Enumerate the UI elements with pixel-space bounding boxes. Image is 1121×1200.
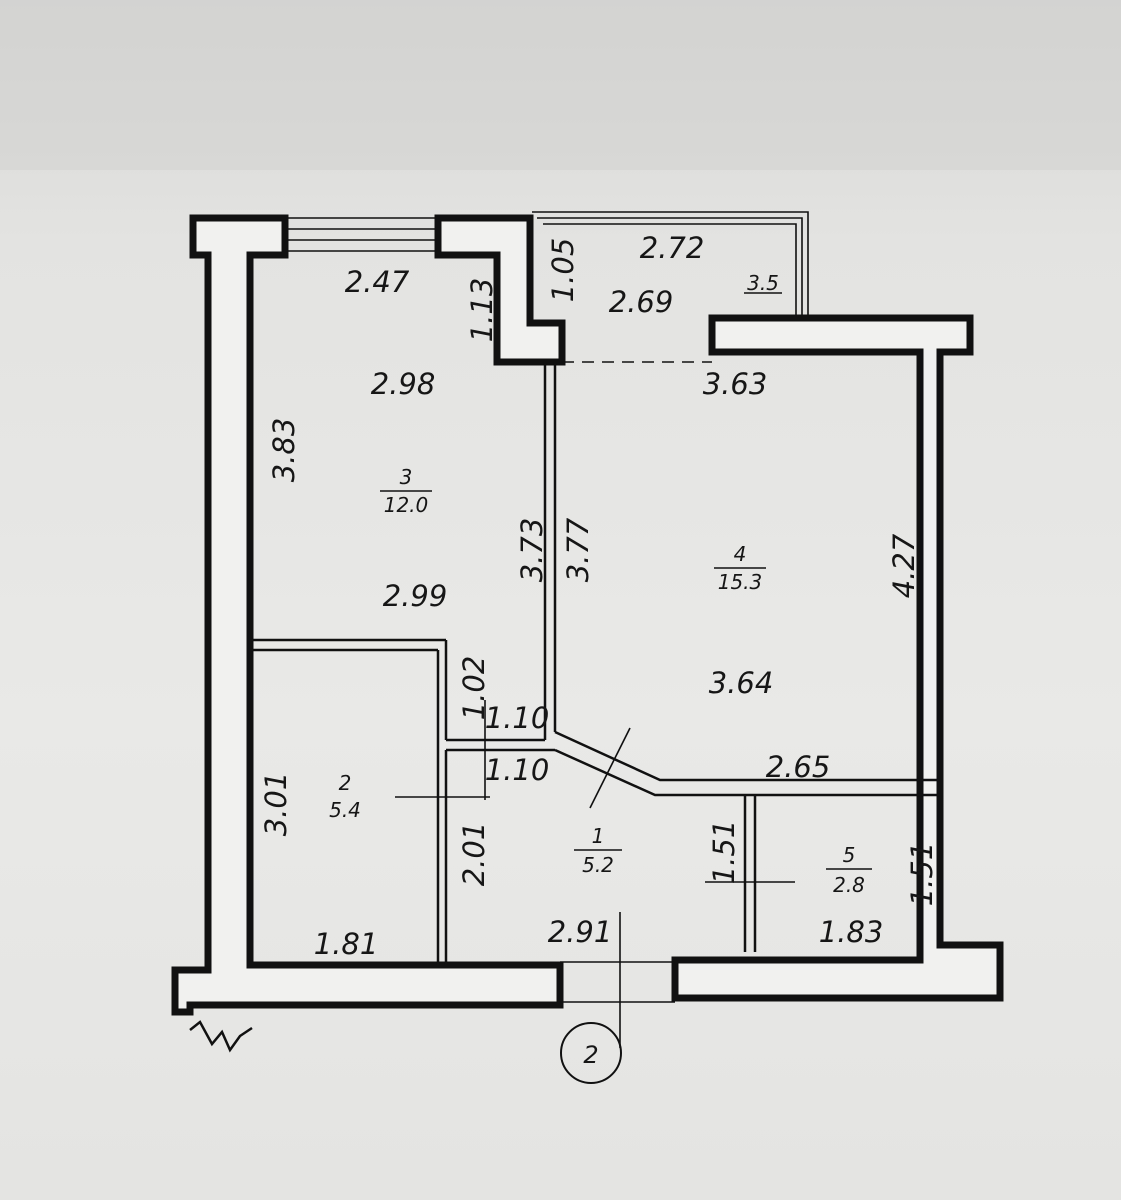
window [285,217,438,252]
room-1-number: 1 [592,824,605,848]
dim-room4-right: 4.27 [887,533,921,598]
dim-room5-bottom: 1.83 [819,915,884,949]
dimensions: 2.47 2.98 2.99 2.72 2.69 3.63 3.64 2.65 … [314,231,884,961]
break-line [189,1020,253,1053]
dim-room3-lower: 2.99 [383,579,448,613]
dim-passage-upper: 1.10 [485,701,550,735]
room-4-area: 15.3 [718,570,763,594]
room-3-area: 12.0 [384,493,429,517]
room-3-number: 3 [400,465,413,489]
dim-room3-upper: 2.98 [371,367,436,401]
dim-room4-top: 3.63 [703,367,768,401]
dim-room3-left: 3.83 [267,418,301,483]
dim-room5-right: 1.51 [905,842,939,907]
dim-room4-width: 3.64 [709,666,774,700]
wall-left [171,214,564,1016]
room-1-area: 5.2 [582,853,614,877]
dim-room2-top-right: 1.02 [457,656,491,721]
dimensions-vertical: 3.83 1.13 1.05 3.73 3.77 4.27 1.02 3.01 … [259,238,939,907]
balcony-area: 3.5 [747,271,779,295]
dim-room3-right: 3.73 [515,518,549,583]
dim-room4-left: 3.77 [561,517,595,582]
axis-marker-label: 2 [583,1041,598,1069]
dim-room1-bottom: 2.91 [548,915,613,949]
room-5-area: 2.8 [833,873,865,897]
dim-room2-bottom: 1.81 [314,927,379,961]
dim-balcony-side: 1.05 [546,238,580,303]
dim-balcony-top: 2.72 [640,231,705,265]
room-labels: 3 12.0 4 15.3 2 5.4 1 5.2 5 2.8 3.5 [329,271,872,897]
paper-shadow [0,0,1121,170]
room-4-number: 4 [734,542,747,566]
dim-room4-bottom: 2.65 [766,750,831,784]
dim-niche-depth: 1.13 [465,278,499,343]
balcony [532,211,809,318]
wall-niche [434,214,566,366]
axis-marker: 2 [560,1022,622,1084]
room-2-area: 5.4 [329,798,361,822]
dim-room1-right: 1.51 [707,820,741,885]
dim-room2-left: 3.01 [259,772,293,837]
dim-balcony-width: 2.69 [609,285,674,319]
dim-passage-lower: 1.10 [485,753,550,787]
dim-room2-right: 2.01 [457,822,491,887]
room-5-number: 5 [843,843,856,867]
partitions [250,361,940,1048]
room-2-number: 2 [339,771,352,795]
dim-room3-top: 2.47 [345,265,410,299]
wall-right [671,314,1004,1002]
